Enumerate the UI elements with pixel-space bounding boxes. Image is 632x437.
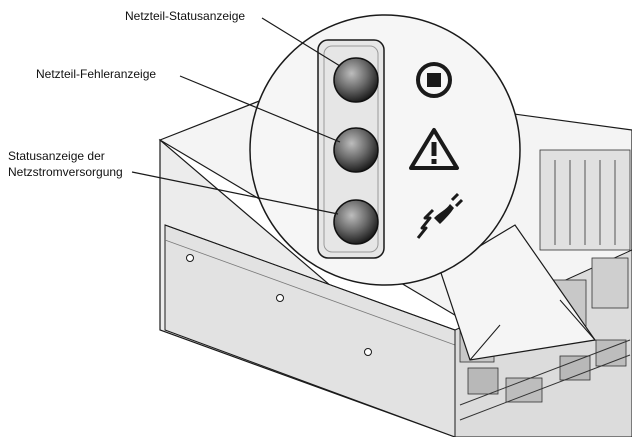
ac-power-plug-icon (416, 192, 464, 239)
power-supply-fault-led (333, 127, 379, 173)
label-netzstrom-line2: Netzstromversorgung (8, 165, 123, 179)
label-netzteil-fehleranzeige: Netzteil-Fehleranzeige (36, 67, 157, 81)
magnified-view (249, 14, 521, 286)
leader-line-status (261, 17, 341, 67)
screw (276, 294, 284, 302)
screw (364, 348, 372, 356)
warning-triangle-icon (409, 128, 459, 170)
leader-line-fehler (179, 75, 341, 143)
power-status-icon (416, 62, 452, 98)
power-supply-status-led (333, 57, 379, 103)
ac-power-status-led (333, 199, 379, 245)
label-netzstrom: Statusanzeige der Netzstromversorgung (8, 148, 123, 180)
label-netzstrom-line1: Statusanzeige der (8, 149, 105, 163)
screw (186, 254, 194, 262)
label-netzteil-statusanzeige: Netzteil-Statusanzeige (125, 9, 246, 23)
leader-line-netz (131, 171, 339, 215)
